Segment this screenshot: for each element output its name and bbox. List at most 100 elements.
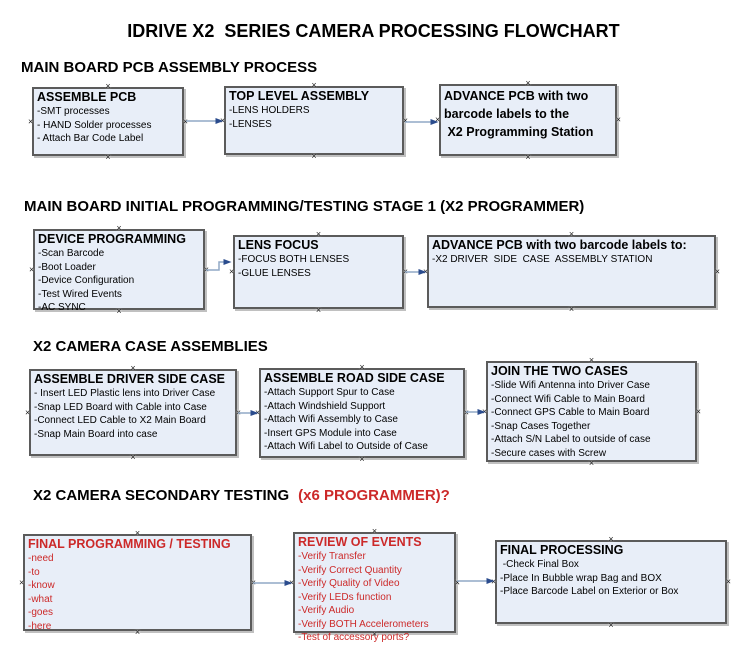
x-marker-icon: × bbox=[615, 114, 621, 125]
x-marker-icon: × bbox=[203, 264, 209, 274]
page-title: IDRIVE X2 SERIES CAMERA PROCESSING FLOWC… bbox=[127, 21, 620, 41]
box-item: -Snap LED Board with Cable into Case bbox=[34, 401, 207, 413]
box-item: -Verify Correct Quantity bbox=[298, 564, 402, 576]
box-item: -Place In Bubble wrap Bag and BOX bbox=[500, 572, 662, 584]
x-marker-icon: × bbox=[695, 406, 701, 416]
box-title: FINAL PROGRAMMING / TESTING bbox=[28, 537, 231, 551]
box-item: -goes bbox=[28, 607, 54, 618]
box-items: -need -to -know -what -goes -here bbox=[28, 552, 247, 633]
x-marker-icon: × bbox=[359, 454, 365, 464]
box-item: -Verify Transfer bbox=[298, 551, 366, 562]
box-item: -Verify BOTH Accelerometers bbox=[298, 618, 429, 630]
x-marker-icon: × bbox=[250, 577, 256, 587]
x-marker-icon: × bbox=[714, 266, 720, 276]
x-marker-icon: × bbox=[19, 577, 25, 587]
box-title: ADVANCE PCB with two barcode labels to: bbox=[432, 238, 687, 252]
box-item: -know bbox=[28, 580, 55, 591]
x-marker-icon: × bbox=[454, 577, 460, 587]
box-item: - Attach Bar Code Label bbox=[37, 133, 144, 144]
x-marker-icon: × bbox=[568, 304, 575, 314]
box-item: -Verify Quality of Video bbox=[298, 578, 400, 589]
x-marker-icon: × bbox=[25, 407, 31, 417]
box-items: -Scan Barcode -Boot Loader -Device Configu… bbox=[38, 247, 200, 315]
box-title: REVIEW OF EVENTS bbox=[298, 535, 422, 549]
box-item: -Device Configuration bbox=[38, 275, 135, 286]
flow-box-final-programming-testing: FINAL PROGRAMMING / TESTING -need -to -kno… bbox=[19, 529, 256, 637]
box-item: -Connect GPS Cable to Main Board bbox=[491, 407, 650, 418]
x-marker-icon: × bbox=[255, 407, 261, 418]
x-marker-icon: × bbox=[130, 452, 136, 462]
box-items: -Slide Wifi Antenna into Driver Case -Con… bbox=[491, 379, 692, 460]
box-items: -Check Final Box -Place In Bubble wrap Ba… bbox=[500, 558, 722, 599]
box-item: -Attach S/N Label to outside of case bbox=[491, 434, 651, 445]
x-marker-icon: × bbox=[463, 407, 469, 418]
x-marker-icon: × bbox=[435, 114, 441, 125]
box-title: ASSEMBLE PCB bbox=[37, 90, 137, 104]
box-item: -LENS HOLDERS bbox=[229, 105, 310, 116]
box-items: -X2 DRIVER SIDE CASE ASSEMBLY STATION bbox=[432, 253, 711, 267]
x-marker-icon: × bbox=[525, 152, 531, 162]
flow-box-advance-pcb-driver-side-station: ADVANCE PCB with two barcode labels to: … bbox=[423, 230, 720, 314]
box-item: -need bbox=[28, 553, 54, 564]
x-marker-icon: × bbox=[182, 116, 188, 126]
x-marker-icon: × bbox=[29, 264, 35, 274]
section-header-secondary-testing-black: X2 CAMERA SECONDARY TESTING bbox=[33, 487, 290, 504]
section-header-initial-programming: MAIN BOARD INITIAL PROGRAMMING/TESTING S… bbox=[24, 198, 585, 215]
box-item: -Snap Cases Together bbox=[491, 420, 591, 432]
box-items: - Insert LED Plastic lens into Driver Ca… bbox=[34, 387, 232, 441]
box-item: -Boot Loader bbox=[38, 261, 96, 273]
x-marker-icon: × bbox=[220, 115, 226, 125]
flow-box-assemble-pcb: ASSEMBLE PCB -SMT processes - HAND Solder… bbox=[28, 82, 188, 162]
box-items: -Attach Support Spur to Case-Attach Wind… bbox=[264, 386, 460, 454]
box-item: -here bbox=[28, 620, 52, 632]
x-marker-icon: × bbox=[105, 152, 111, 162]
x-marker-icon: × bbox=[608, 620, 614, 630]
x-marker-icon: × bbox=[229, 266, 235, 277]
flow-box-join-the-two-cases: JOIN THE TWO CASES -Slide Wifi Antenna i… bbox=[482, 356, 701, 468]
section-header-case-assemblies: X2 CAMERA CASE ASSEMBLIES bbox=[33, 338, 268, 355]
box-title: DEVICE PROGRAMMING bbox=[38, 232, 186, 246]
flow-box-advance-pcb-programming-station: ADVANCE PCB with two barcode labels to t… bbox=[435, 79, 621, 162]
x-marker-icon: × bbox=[402, 115, 408, 125]
box-item: -SMT processes bbox=[37, 106, 110, 117]
right-arrow-icon bbox=[206, 259, 232, 271]
box-item: -Verify LEDs function bbox=[298, 591, 392, 603]
box-item: - Insert LED Plastic lens into Driver Ca… bbox=[34, 388, 216, 399]
box-item: -Scan Barcode bbox=[38, 248, 105, 259]
box-item: -Check Final Box bbox=[500, 559, 579, 570]
x-marker-icon: × bbox=[423, 266, 429, 276]
box-item: - HAND Solder processes bbox=[37, 119, 152, 131]
x-marker-icon: × bbox=[588, 458, 595, 468]
flow-box-device-programming: DEVICE PROGRAMMING -Scan Barcode -Boot Lo… bbox=[29, 224, 209, 316]
box-item: -Verify Audio bbox=[298, 605, 355, 616]
section-header-secondary-testing: X2 CAMERA SECONDARY TESTING (x6 PROGRAMME… bbox=[33, 487, 450, 504]
box-item: -Test Wired Events bbox=[38, 288, 122, 300]
box-item: -Slide Wifi Antenna into Driver Case bbox=[491, 380, 650, 391]
x-marker-icon: × bbox=[725, 576, 731, 587]
box-item: -LENSES bbox=[229, 118, 272, 130]
box-item: -Attach Support Spur to Case bbox=[264, 387, 395, 398]
x-marker-icon: × bbox=[289, 577, 295, 587]
box-item: -to bbox=[28, 566, 40, 578]
box-title: ASSEMBLE DRIVER SIDE CASE bbox=[34, 372, 226, 386]
x-marker-icon: × bbox=[491, 576, 497, 587]
x-marker-icon: × bbox=[28, 116, 34, 126]
box-item: -X2 DRIVER SIDE CASE ASSEMBLY STATION bbox=[432, 254, 653, 265]
box-item: -Place Barcode Label on Exterior or Box bbox=[500, 586, 679, 597]
box-title: FINAL PROCESSING bbox=[500, 543, 624, 557]
section-header-secondary-testing-red: (x6 PROGRAMMER)? bbox=[298, 487, 450, 504]
box-item: -what bbox=[28, 593, 53, 605]
x-marker-icon: × bbox=[402, 266, 408, 277]
box-item: -Attach Wifi Label to Outside of Case bbox=[264, 441, 428, 452]
box-title: ADVANCE PCB with two barcode labels to t… bbox=[444, 89, 594, 139]
box-item: -Test of accessory ports? bbox=[298, 632, 410, 643]
flow-box-assemble-driver-side-case: ASSEMBLE DRIVER SIDE CASE - Insert LED P… bbox=[25, 364, 241, 462]
box-item: -GLUE LENSES bbox=[238, 267, 311, 279]
box-item: -Attach Wifi Assembly to Case bbox=[264, 414, 398, 425]
box-item: -Insert GPS Module into Case bbox=[264, 427, 397, 439]
x-marker-icon: × bbox=[482, 406, 488, 416]
x-marker-icon: × bbox=[315, 305, 322, 315]
section-header-pcb-assembly: MAIN BOARD PCB ASSEMBLY PROCESS bbox=[21, 59, 318, 76]
box-item: -FOCUS BOTH LENSES bbox=[238, 254, 350, 265]
